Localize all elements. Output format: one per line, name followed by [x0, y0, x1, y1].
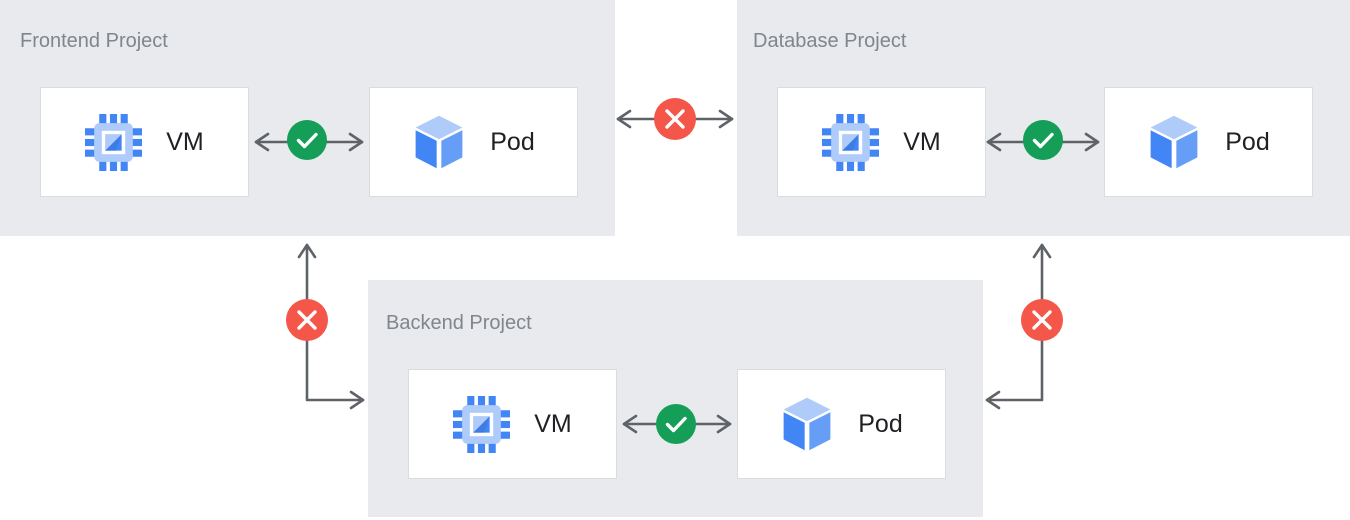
vm-node-frontend: VM — [40, 87, 249, 197]
vm-chip-icon — [822, 113, 880, 171]
vm-node-database: VM — [777, 87, 986, 197]
pod-label: Pod — [1225, 127, 1270, 156]
panel-title-database: Database Project — [753, 30, 907, 52]
panel-backend-project: Backend Project VM Pod — [368, 280, 983, 517]
pod-label: Pod — [490, 127, 535, 156]
pod-node-backend: Pod — [737, 369, 946, 479]
allowed-status-badge-database — [1023, 120, 1063, 160]
pod-node-database: Pod — [1104, 87, 1313, 197]
x-icon — [665, 109, 685, 129]
vm-label: VM — [903, 127, 941, 156]
panel-frontend-project: Frontend Project VM Pod — [0, 0, 615, 236]
panel-title-frontend: Frontend Project — [20, 30, 168, 52]
check-icon — [1032, 132, 1054, 149]
vm-label: VM — [534, 409, 572, 438]
vm-chip-icon — [453, 395, 511, 453]
pod-cube-icon — [783, 397, 831, 451]
check-icon — [296, 132, 318, 149]
x-icon — [297, 310, 317, 330]
denied-status-badge-database-backend — [1021, 299, 1063, 341]
pod-cube-icon — [415, 115, 463, 169]
panel-database-project: Database Project VM Pod — [737, 0, 1350, 236]
vm-chip-icon — [85, 113, 143, 171]
check-icon — [665, 416, 687, 433]
allowed-status-badge-backend — [656, 404, 696, 444]
allowed-status-badge-frontend — [287, 120, 327, 160]
panel-title-backend: Backend Project — [386, 312, 532, 334]
pod-node-frontend: Pod — [369, 87, 578, 197]
pod-cube-icon — [1150, 115, 1198, 169]
denied-status-badge-frontend-database — [654, 98, 696, 140]
denied-status-badge-frontend-backend — [286, 299, 328, 341]
x-icon — [1032, 310, 1052, 330]
vm-node-backend: VM — [408, 369, 617, 479]
vm-label: VM — [166, 127, 204, 156]
pod-label: Pod — [858, 409, 903, 438]
